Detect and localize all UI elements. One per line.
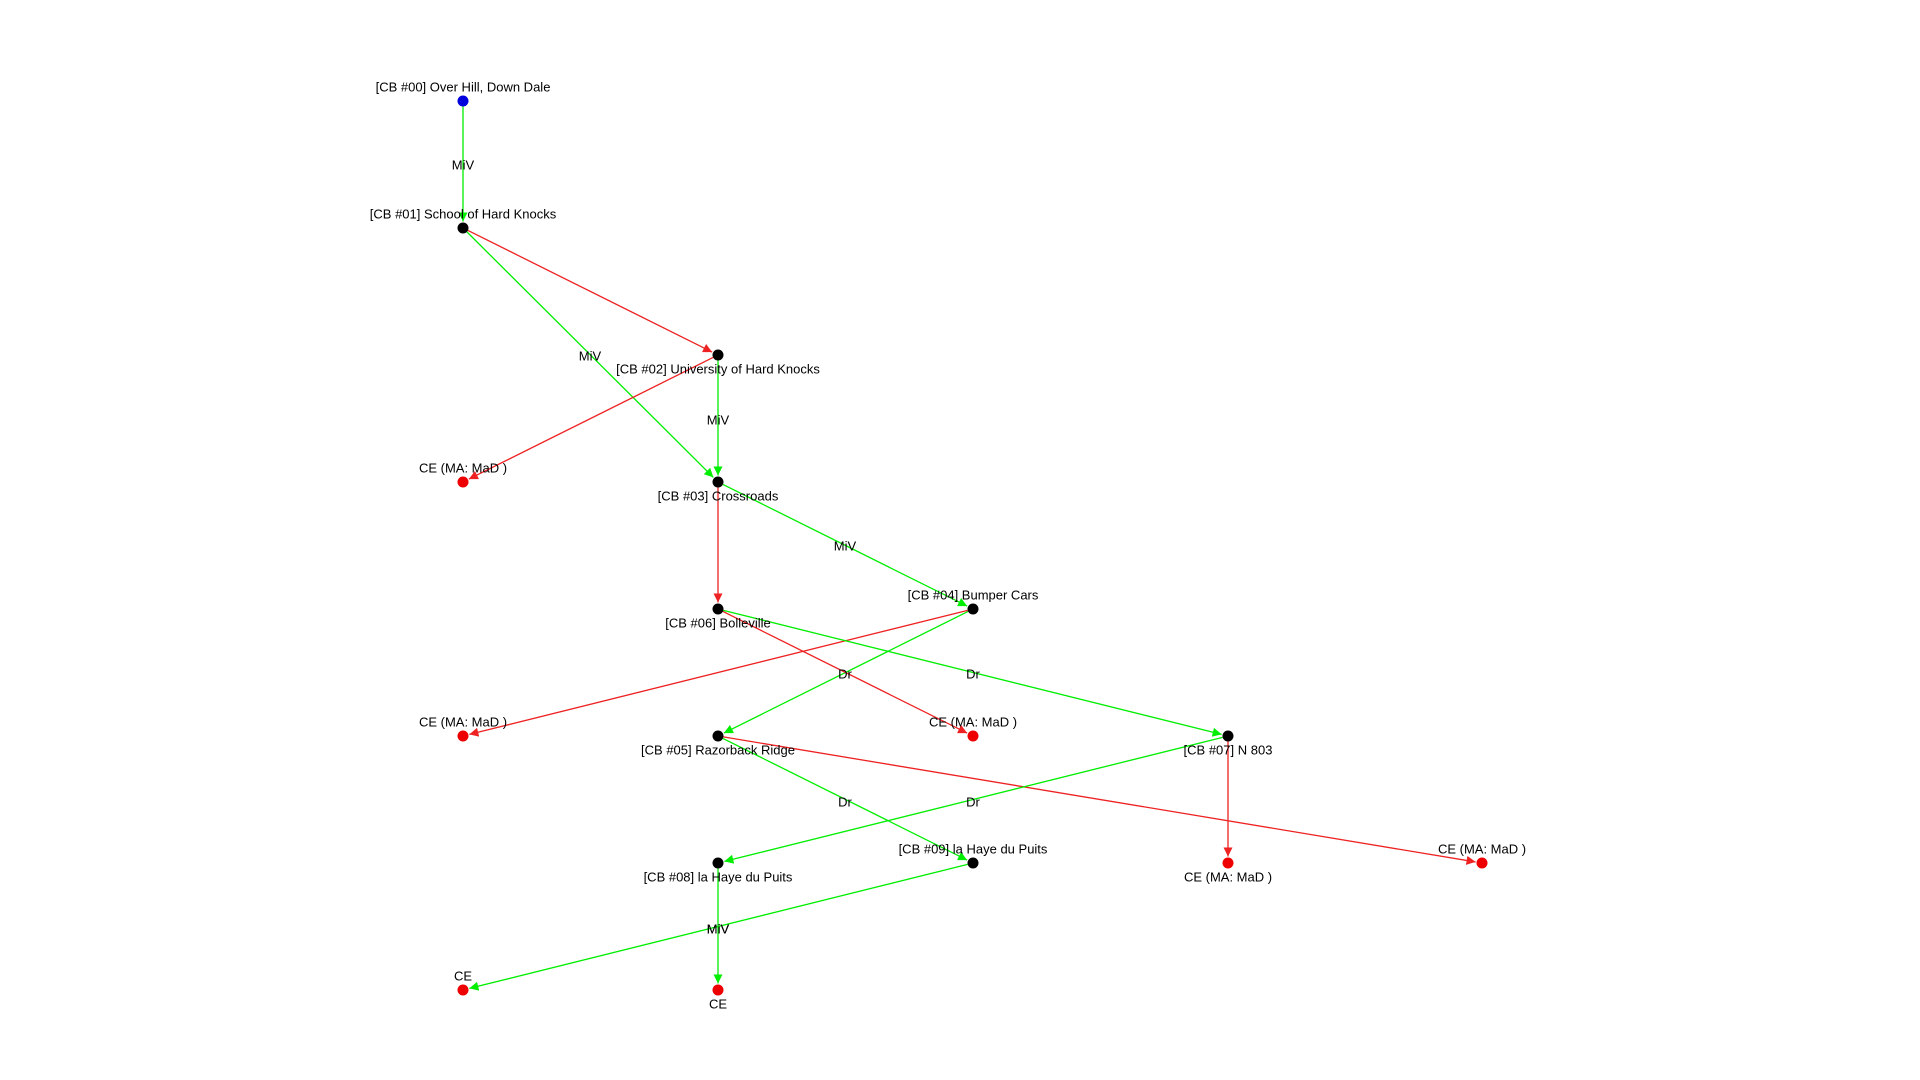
edge-label-cb02-to-cb03: MiV xyxy=(707,412,730,427)
node-cb04 xyxy=(967,603,979,615)
edge-cb09-to-ce6 xyxy=(469,863,968,991)
node-ce6 xyxy=(457,984,469,996)
node-label-cb04: [CB #04] Bumper Cars xyxy=(908,587,1039,602)
edge-cb04-to-ce2 xyxy=(469,609,968,737)
node-label-cb05: [CB #05] Razorback Ridge xyxy=(641,742,795,757)
edge-label-cb07-to-cb08: Dr xyxy=(966,794,980,809)
edge-label-cb00-to-cb01: MiV xyxy=(452,157,475,172)
node-label-cb03: [CB #03] Crossroads xyxy=(658,488,779,503)
node-label-cb08: [CB #08] la Haye du Puits xyxy=(644,869,793,884)
node-cb00 xyxy=(457,95,469,107)
edge-cb07-to-cb08 xyxy=(724,736,1223,864)
edge-cb01-to-cb02 xyxy=(467,229,713,353)
edge-cb02-to-ce1 xyxy=(468,356,714,480)
edge-label-cb01-to-cb03: MiV xyxy=(579,348,602,363)
edge-cb05-to-cb09 xyxy=(722,737,968,861)
node-label-cb02: [CB #02] University of Hard Knocks xyxy=(616,361,820,376)
node-label-ce5: CE (MA: MaD ) xyxy=(1184,869,1272,884)
node-ce3 xyxy=(967,730,979,742)
node-label-ce1: CE (MA: MaD ) xyxy=(419,460,507,475)
edge-cb06-to-cb07 xyxy=(723,609,1222,737)
node-label-ce3: CE (MA: MaD ) xyxy=(929,714,1017,729)
node-cb02 xyxy=(712,349,724,361)
edges-layer xyxy=(458,106,1476,991)
node-label-ce6: CE xyxy=(454,968,472,983)
node-cb03 xyxy=(712,476,724,488)
node-cb08 xyxy=(712,857,724,869)
node-label-cb00: [CB #00] Over Hill, Down Dale xyxy=(376,79,551,94)
node-ce2 xyxy=(457,730,469,742)
node-ce5 xyxy=(1222,857,1234,869)
edge-cb01-to-cb03 xyxy=(466,231,714,478)
edge-label-cb08-to-ce7: MiV xyxy=(707,921,730,936)
node-cb06 xyxy=(712,603,724,615)
edge-label-cb05-to-cb09: Dr xyxy=(838,794,852,809)
node-cb09 xyxy=(967,857,979,869)
node-cb01 xyxy=(457,222,469,234)
node-label-cb06: [CB #06] Bolleville xyxy=(665,615,771,630)
node-cb05 xyxy=(712,730,724,742)
edge-label-cb03-to-cb04: MiV xyxy=(834,538,857,553)
edge-label-cb09-to-ce6: MiV xyxy=(707,921,730,936)
node-label-cb01: [CB #01] School of Hard Knocks xyxy=(370,206,557,221)
edge-cb03-to-cb04 xyxy=(722,483,968,607)
edge-cb05-to-ce4 xyxy=(723,736,1476,865)
edge-cb06-to-ce3 xyxy=(722,610,968,734)
node-label-cb07: [CB #07] N 803 xyxy=(1184,742,1273,757)
node-ce1 xyxy=(457,476,469,488)
edge-label-cb06-to-cb07: Dr xyxy=(966,666,980,681)
nodes-layer xyxy=(457,95,1488,996)
node-label-ce4: CE (MA: MaD ) xyxy=(1438,841,1526,856)
node-label-ce7: CE xyxy=(709,996,727,1011)
node-label-ce2: CE (MA: MaD ) xyxy=(419,714,507,729)
node-labels-layer: [CB #00] Over Hill, Down Dale [CB #01] Sc… xyxy=(370,79,1526,1011)
node-ce7 xyxy=(712,984,724,996)
node-label-cb09: [CB #09] la Haye du Puits xyxy=(899,841,1048,856)
edge-label-cb04-to-cb05: Dr xyxy=(838,666,852,681)
node-ce4 xyxy=(1476,857,1488,869)
node-cb07 xyxy=(1222,730,1234,742)
